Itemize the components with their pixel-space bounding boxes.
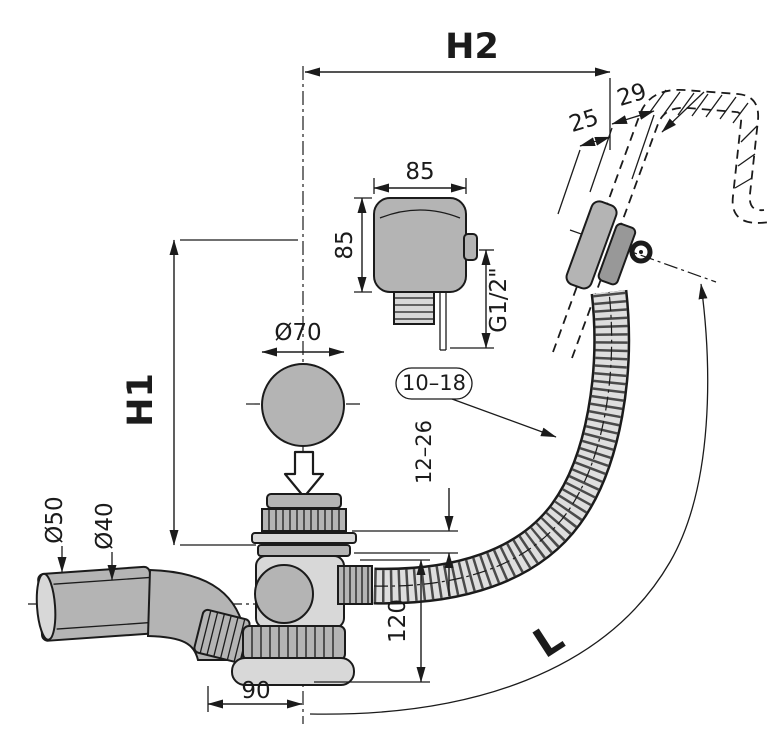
label-25: 25: [566, 105, 602, 138]
overflow-fitting: [565, 200, 653, 290]
wall-hatching: [649, 89, 758, 189]
label-120: 120: [385, 599, 411, 643]
label-wall-range: 10–18: [402, 371, 466, 395]
dim-h1: H1: [121, 239, 298, 546]
label-h2: H2: [445, 27, 499, 67]
dim-panel-range: 12–26: [352, 420, 458, 596]
label-hose-length: L: [526, 615, 572, 667]
base-plate: [231, 657, 355, 686]
dim-wall-range: 10–18: [395, 367, 557, 438]
dim-90: 90: [207, 678, 303, 712]
dim-box-height: 85: [332, 197, 372, 293]
label-pipe-outer: Ø50: [42, 496, 68, 543]
dim-25: 25: [557, 105, 611, 215]
down-arrow: [283, 450, 325, 499]
label-box-height: 85: [332, 230, 358, 259]
knob-circle: [261, 363, 345, 447]
drain-body: [231, 555, 373, 686]
hose-nut: [337, 565, 373, 605]
control-box: [373, 197, 478, 351]
inlet-pipe: [35, 565, 155, 642]
hose-length: L: [309, 283, 709, 715]
overflow-knob: Ø70: [261, 320, 345, 447]
drain-plates: [251, 493, 357, 557]
dim-120: 120: [314, 559, 430, 683]
label-thread: G1/2": [486, 267, 512, 332]
dim-pipe-outer: Ø50: [42, 496, 68, 573]
body-flange: [242, 625, 346, 661]
dim-thread: G1/2": [450, 249, 512, 349]
trap-ball: [254, 564, 314, 624]
dim-29: 29: [589, 79, 655, 193]
fitting-wheel: [629, 240, 653, 264]
label-panel-range: 12–26: [412, 420, 436, 484]
label-knob-diameter: Ø70: [274, 320, 321, 346]
wall-pointer-arrow: [661, 91, 705, 133]
corrugated-hose: [373, 289, 631, 605]
dim-pipe-inner: Ø40: [92, 502, 118, 581]
tub-wall: [552, 89, 771, 359]
label-box-width: 85: [405, 159, 434, 185]
label-pipe-inner: Ø40: [92, 502, 118, 549]
dim-h2: H2: [304, 27, 611, 150]
dim-box-width: 85: [373, 159, 467, 194]
box-side-nub: [463, 233, 478, 261]
label-90: 90: [241, 678, 270, 704]
hose-centerline: [373, 291, 613, 587]
label-h1: H1: [121, 373, 161, 427]
